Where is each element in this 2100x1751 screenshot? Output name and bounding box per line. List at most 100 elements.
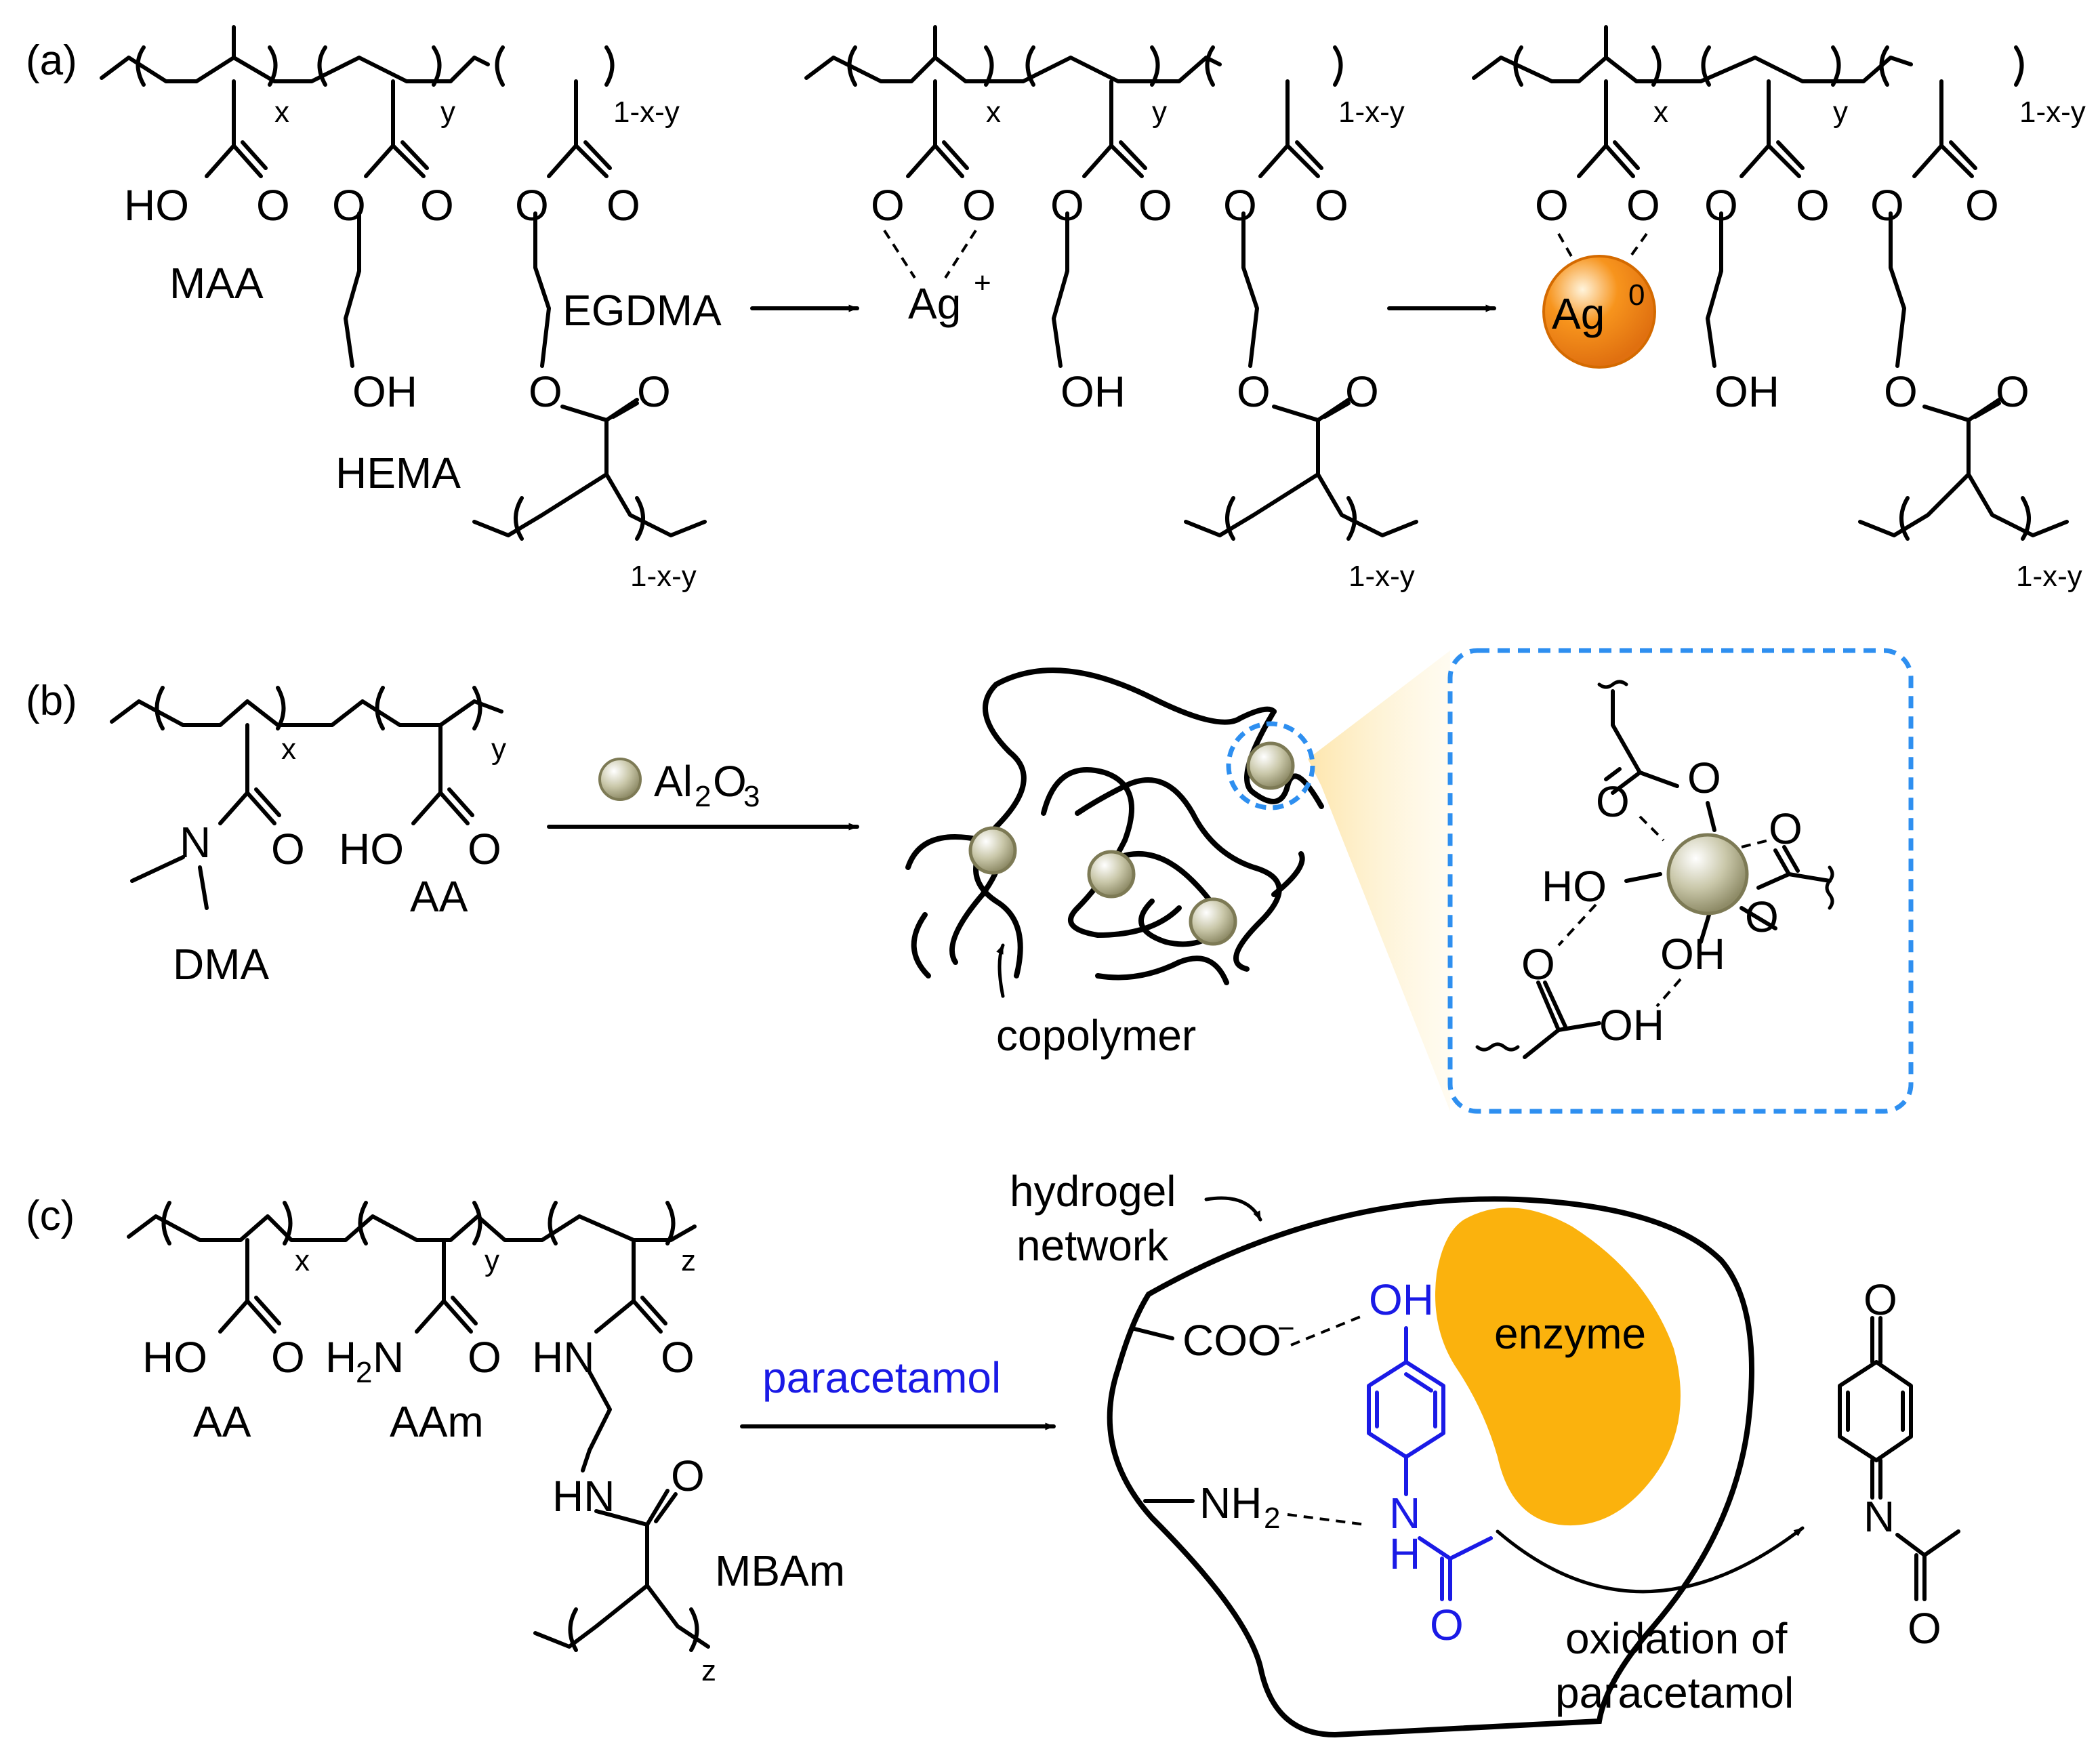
egdma-o2-label: O <box>606 181 640 230</box>
hema-o2-label: O <box>420 181 454 230</box>
inset-al2o3-particle <box>1666 833 1749 915</box>
hbond-coo <box>1290 1313 1366 1346</box>
ag-ion-charge: + <box>974 266 991 300</box>
al2o3-particle-4 <box>1246 741 1295 790</box>
mid-hema-o1: O <box>1050 181 1084 230</box>
c-mbam-hn2: HN <box>552 1472 615 1521</box>
panel-a: (a) <box>26 25 2086 593</box>
r-hema-o1: O <box>1704 181 1738 230</box>
ag0-o1: O <box>1535 181 1569 230</box>
coo-minus: − <box>1277 1312 1295 1345</box>
r-egdma-o3: O <box>1884 367 1918 416</box>
hydrogel-label-1: hydrogel <box>1010 1167 1176 1216</box>
reagent-o: O <box>713 757 747 806</box>
dma-n-label: N <box>180 818 211 867</box>
mid-egdma-o4: O <box>1345 367 1379 416</box>
paracetamol-oh: OH <box>1369 1275 1434 1324</box>
r-hema-o2: O <box>1796 181 1830 230</box>
zoom-circle <box>1226 721 1315 810</box>
inset-o3: O <box>1769 804 1803 853</box>
sub-z-c1: z <box>681 1244 696 1277</box>
c-aam-h: H <box>325 1333 356 1382</box>
aa-o-label: O <box>468 825 501 873</box>
hema-oh-label: OH <box>352 367 417 416</box>
egdma-o1-label: O <box>515 181 549 230</box>
sub-x-c: x <box>295 1244 310 1277</box>
sub-x-a2: x <box>986 96 1001 129</box>
napqi-o2: O <box>1908 1604 1941 1653</box>
c-mbam-o2: O <box>671 1451 705 1500</box>
ag-nanoparticle <box>1542 255 1656 369</box>
sub-1xy-a2: 1-x-y <box>1338 96 1405 129</box>
monomer-egdma: EGDMA <box>562 286 722 335</box>
inset-structure <box>1475 680 1834 1059</box>
copolymer-label: copolymer <box>996 1011 1196 1060</box>
sub-y-c: y <box>485 1244 499 1277</box>
r-egdma-o4: O <box>1996 367 2030 416</box>
c-aa-o: O <box>271 1333 305 1382</box>
c-mbam-o1: O <box>661 1333 695 1382</box>
al2o3-particle-3 <box>1189 897 1237 946</box>
hema-o1-label: O <box>332 181 366 230</box>
panel-b-monomer-structure <box>110 686 503 910</box>
mid-hema-o2: O <box>1138 181 1172 230</box>
paracetamol-molecule <box>1367 1326 1493 1601</box>
panel-c: (c) HO O H 2 <box>26 1167 1960 1738</box>
inset-o2: O <box>1687 754 1721 802</box>
panel-c-monomer-structure <box>127 1201 710 1652</box>
hydrogel-pointer <box>1204 1196 1262 1222</box>
inset-oh2: OH <box>1599 1001 1664 1050</box>
hbond-nh2 <box>1287 1513 1366 1526</box>
panel-a-ag-ion-structure <box>804 25 1418 541</box>
sub-x-b: x <box>281 733 296 766</box>
c-aa-ho: HO <box>142 1333 207 1382</box>
sub-y-b: y <box>491 733 506 766</box>
egdma-o4-label: O <box>637 367 671 416</box>
inset-o4: O <box>1745 892 1779 941</box>
ag-zero-label: Ag <box>1552 289 1605 338</box>
reagent-o-sub: 3 <box>743 780 760 813</box>
inset-oh1: OH <box>1660 930 1725 979</box>
panel-a-ag0-structure <box>1472 25 2069 541</box>
al2o3-particle-1 <box>968 826 1017 875</box>
sub-1xy-a1: 1-x-y <box>613 96 680 129</box>
c-mbam-hn1: HN <box>532 1333 594 1382</box>
reagent-al: Al <box>654 757 693 806</box>
monomer-aam: AAm <box>390 1397 484 1446</box>
nh2-label: NH <box>1199 1479 1262 1527</box>
c-aam-2: 2 <box>356 1356 372 1389</box>
napqi-n: N <box>1864 1492 1895 1541</box>
ag-zero-sup: 0 <box>1628 279 1645 312</box>
maa-o-label: O <box>256 181 290 230</box>
egdma-o3-label: O <box>529 367 562 416</box>
sub-y-a2: y <box>1152 96 1167 129</box>
oxidation-label-2: paracetamol <box>1555 1668 1794 1717</box>
maa-ho-label: HO <box>124 181 189 230</box>
inset-ho: HO <box>1542 862 1607 911</box>
oxidation-label-1: oxidation of <box>1565 1614 1788 1663</box>
mid-egdma-o1: O <box>1223 181 1257 230</box>
enzyme-blob <box>1435 1208 1681 1526</box>
oxidation-arrow <box>1496 1526 1805 1594</box>
panel-c-label: (c) <box>26 1193 75 1239</box>
nh2-sub: 2 <box>1264 1502 1280 1535</box>
r-egdma-o1: O <box>1870 181 1904 230</box>
sub-y-a3: y <box>1833 96 1848 129</box>
panel-a-monomer-structure <box>100 25 707 541</box>
sub-y-a1: y <box>440 96 455 129</box>
napqi-o1: O <box>1864 1275 1897 1324</box>
c-aam-n: N <box>373 1333 404 1382</box>
panel-b-label: (b) <box>26 678 77 724</box>
hydrogel-network-outline <box>1107 1196 1754 1738</box>
sub-1xy-a3b: 1-x-y <box>2016 560 2082 593</box>
ag0-o2: O <box>1626 181 1660 230</box>
paracetamol-n: N <box>1389 1489 1420 1538</box>
hydrogel-label-2: network <box>1016 1221 1169 1270</box>
mid-egdma-o2: O <box>1315 181 1348 230</box>
ag-ion-o1: O <box>871 181 905 230</box>
zoom-cone <box>1308 651 1450 1111</box>
sub-1xy-a1b: 1-x-y <box>630 560 697 593</box>
sub-x-a3: x <box>1653 96 1668 129</box>
r-hema-oh: OH <box>1714 367 1779 416</box>
